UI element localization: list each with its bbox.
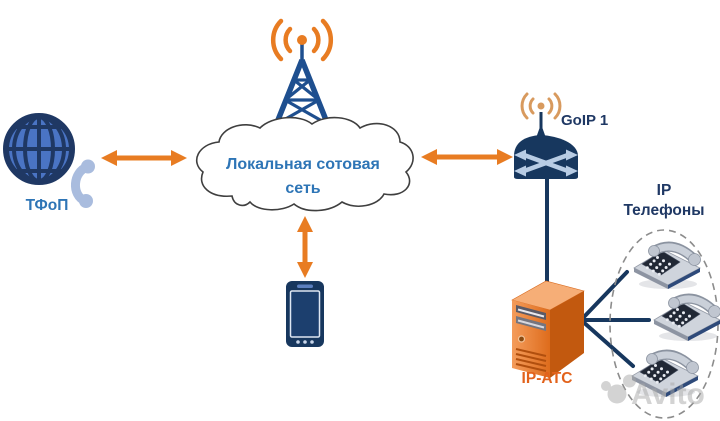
goip-signal-waves-icon [520,92,562,120]
ip-pbx-server-icon [511,280,585,378]
cloud-label-line2: сеть [285,180,320,197]
arrow-pstn-cloud [101,150,187,166]
watermark-text: Avito [631,378,705,411]
ip-phone-icon-1 [634,246,701,290]
goip-crossed-arrows-icon [514,149,578,177]
phone-handset-icon [71,159,95,208]
goip-label: GoIP 1 [561,112,608,129]
cloud-label-line1: Локальная сотовая [226,156,380,173]
pstn-label: ТФоП [26,197,69,214]
ip-phones-label-line1: IP [657,182,672,199]
watermark-logo-icon [601,381,611,391]
cellular-network-cloud: Локальная сотовая сеть [196,116,414,212]
pstn-globe-icon [3,113,75,185]
pbx-label: IP-АТС [522,370,573,387]
connector-pbx-phones [579,270,651,368]
tower-signal-waves-icon [270,18,334,62]
watermark: Avito [601,374,705,411]
goip-gateway-icon [514,92,578,179]
smartphone-icon [286,281,324,347]
arrow-cloud-smartphone [297,216,313,278]
ip-phone-icon-2 [654,298,720,342]
ip-phones-label-line2: Телефоны [623,202,704,219]
arrow-cloud-goip [421,149,513,165]
